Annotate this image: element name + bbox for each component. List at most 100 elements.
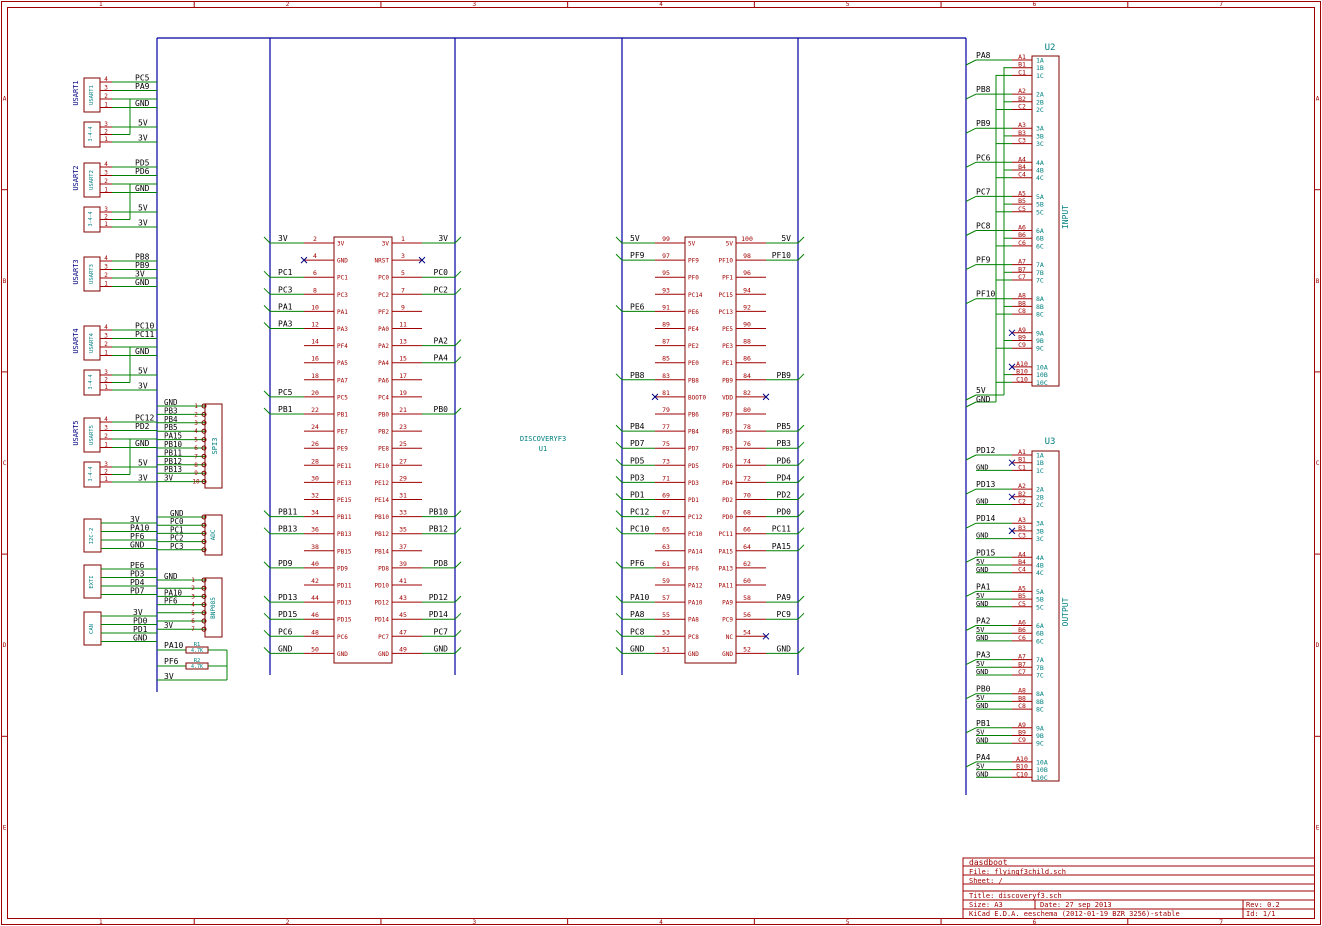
net-label: 3V (164, 672, 174, 681)
pin-name: PC0 (378, 275, 389, 282)
pin-number: 43 (399, 594, 407, 602)
pin-name: 3B (1036, 527, 1044, 535)
pin-circle (201, 577, 207, 583)
frame-row-label: D (1316, 642, 1320, 649)
pin-number: 7 (194, 453, 198, 460)
net-label: 5V (976, 762, 985, 770)
no-connect-mark (1008, 363, 1016, 371)
connector-name: USART2 (89, 170, 95, 190)
pin-name: PB4 (688, 429, 699, 436)
pin-number: B6 (1018, 626, 1026, 634)
net-label: PB9 (976, 119, 991, 128)
net-label: PB12 (429, 525, 448, 534)
pin-name: BOOT0 (688, 394, 706, 401)
net-label: PB8 (976, 85, 991, 94)
pin-number: 21 (399, 406, 407, 414)
net-label: PB5 (164, 423, 178, 432)
pin-number: 35 (399, 526, 407, 534)
usart-title: USART3 (72, 259, 80, 284)
pin-number: 75 (662, 440, 670, 448)
pin-name: PC6 (337, 634, 348, 641)
pin-number: 95 (662, 269, 670, 277)
pin-number: B1 (1018, 61, 1026, 69)
pin-number: A8 (1018, 292, 1026, 300)
bus-entry (454, 647, 462, 654)
bus-entry (615, 476, 623, 483)
pin-name: PD11 (337, 583, 352, 590)
net-label: GND (976, 736, 989, 744)
bus-entry (965, 625, 977, 631)
net-label: PA9 (135, 82, 150, 91)
net-label: PA1 (278, 302, 293, 311)
pin-name: PB6 (688, 412, 699, 419)
pin-number: 51 (662, 645, 670, 653)
pin-circle (201, 585, 207, 591)
pin-number: 87 (662, 338, 670, 346)
net-label: PB5 (777, 422, 792, 431)
net-label: 3V (135, 270, 145, 279)
pin-number: A10 (1016, 755, 1028, 763)
connector-name: USART1 (89, 85, 95, 105)
bus-entry (454, 629, 462, 637)
pin-number: 57 (662, 594, 670, 602)
u1.headerB-header: 995V5V97PF9PF995PF093PC1491PE6PE689PE487… (615, 234, 805, 664)
net-label: PD4 (130, 578, 145, 587)
net-label: PB3 (164, 406, 178, 415)
net-label: 3V (164, 474, 174, 483)
net-label: GND (130, 541, 145, 550)
inner-border (7, 7, 1315, 919)
pin-number: 6 (313, 269, 317, 277)
pin-name: PF10 (719, 258, 734, 265)
net-label: 3V (133, 608, 143, 617)
pin-name: PB8 (688, 377, 699, 384)
pin-number: 2 (104, 272, 108, 279)
tb-rev: Rev: 0.2 (1246, 901, 1280, 909)
bus-entry (263, 270, 271, 278)
pin-name: 2A (1036, 486, 1044, 494)
net-label: PC2 (170, 534, 184, 543)
pin-number: C2 (1018, 103, 1026, 111)
pin-name: 3A (1036, 125, 1044, 133)
net-label: PB13 (278, 525, 297, 534)
net-label: PA4 (976, 753, 991, 762)
bus-entry (965, 394, 977, 401)
pin-name: PD12 (375, 600, 390, 607)
net-label: PD14 (429, 610, 448, 619)
pin-name: PF4 (337, 343, 348, 350)
pin-name: GND (337, 651, 348, 658)
connector-body (83, 564, 102, 599)
pin-number: 47 (399, 628, 407, 636)
pin-number: 20 (311, 389, 319, 397)
pin-name: PE6 (688, 309, 699, 316)
pin-number: A1 (1018, 448, 1026, 456)
pin-name: 6A (1036, 622, 1044, 630)
bus-entry (615, 612, 623, 620)
tb-file: File: flyingf3child.sch (969, 868, 1066, 876)
pin-name: 4A (1036, 159, 1044, 167)
pin-name: PE14 (375, 497, 390, 504)
bus-entry (797, 441, 805, 449)
net-label: PB3 (777, 439, 792, 448)
net-label: PA3 (278, 320, 293, 329)
pin-number: 63 (662, 543, 670, 551)
net-label: PC2 (434, 285, 449, 294)
pin-number: B1 (1018, 456, 1026, 464)
pin-number: 65 (662, 526, 670, 534)
resistor-value: 4.7K (191, 648, 203, 654)
net-label: PA15 (772, 542, 791, 551)
pin-name: PB10 (375, 514, 390, 521)
no-connect-mark (1008, 329, 1016, 337)
pin-number: 3 (194, 420, 198, 427)
bus-entry (454, 561, 462, 569)
pin-number: 58 (743, 594, 751, 602)
pin-number: C1 (1018, 68, 1026, 76)
net-label: PC1 (170, 525, 184, 534)
bus-entry (263, 510, 271, 517)
pin-name: 9B (1036, 732, 1044, 740)
bus-entry (797, 424, 805, 432)
pin-number: 3 (104, 121, 108, 128)
pin-name: PC1 (337, 275, 348, 282)
net-label: 5V (976, 558, 985, 566)
pin-number: 7 (401, 286, 405, 294)
